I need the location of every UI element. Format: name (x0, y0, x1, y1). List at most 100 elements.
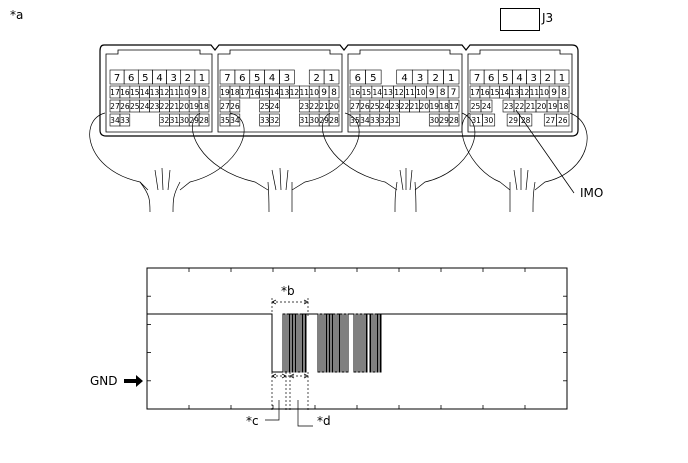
pin-number: 19 (548, 102, 558, 111)
ecu-connector-housing (99, 44, 579, 137)
pin-number: 2 (314, 73, 320, 84)
pin-number: 4 (269, 73, 275, 84)
pin-number: 15 (260, 88, 270, 97)
pin-number: 31 (390, 116, 400, 125)
pin-number: 14 (140, 88, 150, 97)
pin-cell (229, 113, 241, 127)
pin-number: 3 (284, 73, 290, 84)
pin-number: 34 (230, 116, 240, 125)
pin-number: 24 (270, 102, 280, 111)
pin-number: 3 (530, 73, 536, 84)
pin-number: 5 (370, 73, 376, 84)
pin-number: 8 (331, 88, 337, 98)
pin-number: 29 (439, 116, 449, 125)
pin-number: 22 (400, 102, 410, 111)
pin-cell (323, 69, 340, 85)
pin-cell (556, 113, 570, 127)
pin-number: 9 (321, 88, 327, 98)
pin-number: 15 (130, 88, 140, 97)
pin-number: 34 (110, 116, 120, 125)
pin-number: 19 (189, 102, 199, 111)
pin-cell (365, 69, 382, 85)
pin-number: 21 (170, 102, 180, 111)
gnd-label: GND (90, 374, 118, 388)
pin-cell (389, 113, 400, 127)
pin-cell (198, 99, 210, 113)
connector-id-box (500, 8, 540, 31)
pin-number: 10 (309, 88, 319, 97)
pin-number: 30 (179, 116, 189, 125)
pin-cell (557, 99, 570, 113)
dimension-markers (265, 298, 313, 427)
pin-number: 35 (220, 116, 230, 125)
pin-number: 25 (370, 102, 380, 111)
pin-number: 5 (142, 73, 148, 84)
pin-number: 13 (383, 88, 393, 97)
pin-number: 14 (500, 88, 510, 97)
pin-number: 16 (250, 88, 260, 97)
pin-number: 27 (220, 102, 230, 111)
pin-number: 16 (120, 88, 130, 97)
pin-number: 29 (189, 116, 199, 125)
callout-b-label: *b (281, 284, 295, 298)
pin-cell (443, 69, 460, 85)
pin-number: 31 (300, 116, 310, 125)
pin-cell (519, 113, 533, 127)
pin-number: 20 (329, 102, 339, 111)
pin-number: 31 (170, 116, 180, 125)
pin-cell (269, 99, 280, 113)
pin-number: 16 (480, 88, 490, 97)
pin-number: 11 (405, 88, 415, 97)
pin-number: 9 (191, 88, 197, 98)
pin-number: 4 (156, 73, 162, 84)
pin-number: 28 (521, 116, 531, 125)
pin-number: 19 (429, 102, 439, 111)
pin-number: 16 (351, 88, 361, 97)
pin-number: 20 (179, 102, 189, 111)
pin-number: 3 (417, 73, 423, 84)
pin-cell (328, 99, 340, 113)
pin-number: 1 (559, 73, 565, 84)
pin-number: 13 (150, 88, 160, 97)
pin-number: 6 (128, 73, 134, 84)
pin-cell (558, 85, 570, 99)
pin-number: 32 (160, 116, 170, 125)
pin-number: 30 (429, 116, 439, 125)
wire-harness-loops (89, 112, 588, 213)
pin-number: 6 (355, 73, 361, 84)
pin-number: 13 (510, 88, 520, 97)
pin-number: 35 (350, 116, 360, 125)
pin-number: 28 (199, 116, 209, 125)
pin-number: 26 (230, 102, 240, 111)
pin-number: 10 (539, 88, 549, 97)
pin-number: 25 (260, 102, 270, 111)
callout-c-label: *c (246, 414, 259, 428)
pin-cell (269, 113, 280, 127)
pin-number: 26 (120, 102, 130, 111)
pin-number: 24 (482, 102, 492, 111)
pin-number: 9 (429, 88, 435, 98)
pin-number: 23 (150, 102, 160, 111)
pin-number: 33 (260, 116, 270, 125)
pin-number: 18 (559, 102, 569, 111)
pin-cell (482, 113, 496, 127)
pin-number: 1 (199, 73, 205, 84)
pin-number: 31 (471, 116, 481, 125)
pin-number: 4 (516, 73, 522, 84)
pin-number: 18 (199, 102, 209, 111)
pin-cell (119, 113, 131, 127)
pin-number: 10 (179, 88, 189, 97)
pin-number: 5 (254, 73, 260, 84)
pin-number: 6 (488, 73, 494, 84)
pin-cell (229, 99, 241, 113)
pin-number: 17 (240, 88, 250, 97)
pin-number: 6 (239, 73, 245, 84)
pin-number: 25 (471, 102, 481, 111)
pin-number: 22 (160, 102, 170, 111)
pin-number: 29 (509, 116, 519, 125)
pin-number: 7 (224, 73, 230, 84)
pin-cell (198, 85, 210, 99)
pin-number: 26 (558, 116, 568, 125)
pin-number: 7 (474, 73, 480, 84)
